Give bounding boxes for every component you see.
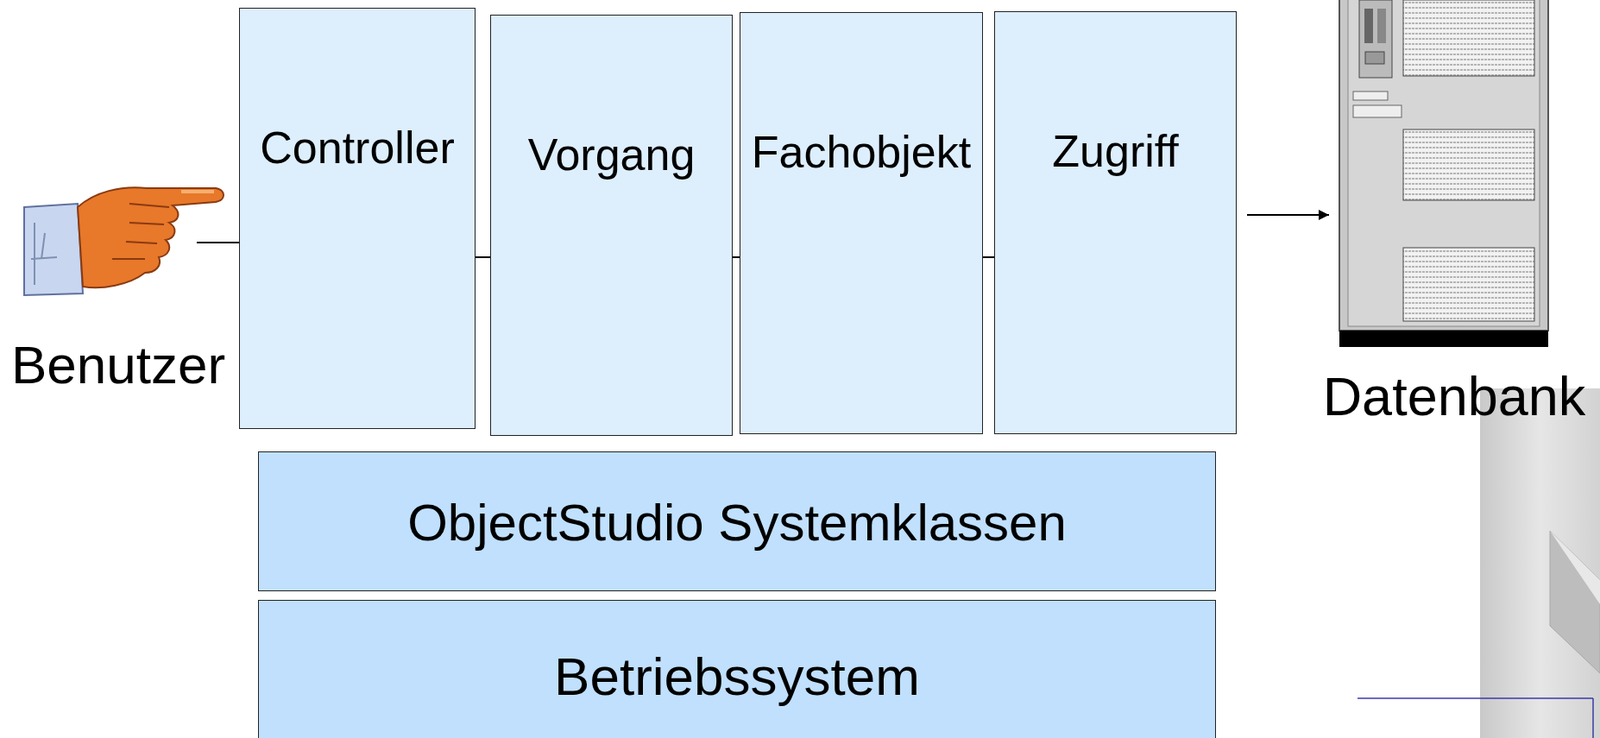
box-label: Betriebssystem	[258, 645, 1216, 707]
user-label: Benutzer	[11, 333, 226, 396]
database-arrow	[1247, 214, 1330, 216]
process-box: Vorgang	[490, 14, 733, 436]
operating-system-band: Betriebssystem	[258, 599, 1216, 738]
box-label: Fachobjekt	[740, 126, 983, 179]
hand-icon	[24, 187, 224, 296]
system-classes-band: ObjectStudio Systemklassen	[258, 451, 1216, 592]
box-label: Controller	[239, 122, 475, 175]
controller-box: Controller	[239, 7, 476, 429]
box-label: ObjectStudio Systemklassen	[258, 492, 1216, 553]
access-box: Zugriff	[994, 11, 1237, 435]
server-icon	[1339, 0, 1549, 347]
background-panel	[1357, 388, 1600, 738]
domain-object-box: Fachobjekt	[739, 12, 983, 435]
box-label: Vorgang	[491, 129, 732, 182]
database-label: Datenbank	[1322, 365, 1587, 428]
box-label: Zugriff	[995, 125, 1236, 178]
